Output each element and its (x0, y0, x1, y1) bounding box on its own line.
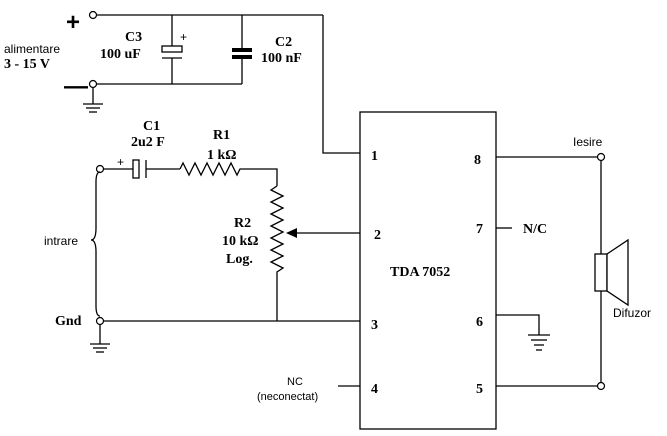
r2-wiper-arrow-icon (286, 228, 297, 238)
c2-value: 100 nF (261, 51, 302, 66)
c3-plus-sign: + (180, 30, 187, 44)
ic-pin-5: 5 (476, 382, 483, 397)
supply-minus-sign: — (64, 73, 88, 100)
output-terminal-bottom (596, 381, 606, 391)
ic-pin-8: 8 (474, 153, 481, 168)
input-ground-icon (90, 324, 110, 353)
ic-pin-2: 2 (374, 228, 381, 243)
output-terminal-top (596, 152, 606, 162)
pin1-supply-wire (322, 15, 360, 154)
output-label: Iesire (573, 135, 603, 149)
r2-type: Log. (226, 252, 253, 267)
capacitor-c3-symbol (161, 15, 183, 84)
c1-name: C1 (143, 119, 160, 134)
capacitor-c2-symbol (232, 15, 252, 84)
supply-minus-terminal (88, 79, 98, 89)
c1-plus-sign: + (117, 155, 124, 169)
gnd-terminal (95, 316, 105, 326)
c3-value: 100 uF (100, 47, 141, 62)
c1-value: 2u2 F (131, 135, 165, 150)
c2-name: C2 (275, 35, 292, 50)
speaker-icon (594, 238, 629, 307)
r1-value: 1 kΩ (207, 148, 237, 163)
ic-pin-7: 7 (476, 222, 483, 237)
speaker-label: Difuzor (613, 306, 651, 320)
supply-plus-terminal (88, 10, 98, 20)
capacitor-c1-symbol (132, 159, 180, 179)
pin4-nc-label: NC (287, 376, 303, 388)
ic-pin-1: 1 (371, 149, 378, 164)
ic-name: TDA 7052 (390, 265, 450, 280)
r1-name: R1 (213, 128, 230, 143)
potentiometer-r2-symbol (269, 185, 285, 321)
ic-pin-4: 4 (371, 382, 378, 397)
pin6-ground-icon (528, 334, 550, 351)
ic-pin-6: 6 (476, 315, 483, 330)
supply-ground-icon (83, 87, 103, 113)
pin4-nc-note: (neconectat) (257, 391, 318, 403)
ic-pin-3: 3 (371, 318, 378, 333)
r2-name: R2 (234, 216, 251, 231)
c3-name: C3 (125, 30, 142, 45)
input-label: intrare (44, 234, 78, 248)
supply-label: alimentare (4, 42, 60, 56)
supply-voltage-label: 3 - 15 V (4, 57, 50, 72)
resistor-r1-symbol (179, 161, 278, 186)
ic-body (359, 111, 497, 430)
r2-value: 10 kΩ (222, 234, 259, 249)
pin6-ground-wire (496, 314, 540, 335)
input-brace (90, 171, 101, 317)
gnd-label: Gnd (55, 314, 82, 329)
supply-plus-sign: + (66, 9, 80, 36)
pin7-nc-label: N/C (523, 222, 547, 237)
